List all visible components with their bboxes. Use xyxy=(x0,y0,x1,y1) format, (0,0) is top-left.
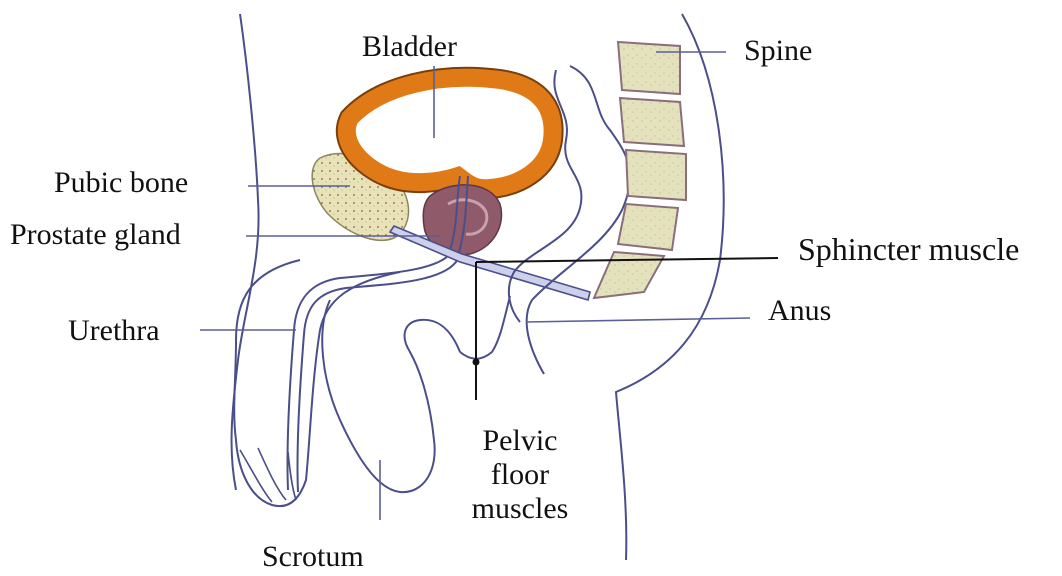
pelvic-floor-pointer-dot xyxy=(473,359,480,366)
label-pubic-bone: Pubic bone xyxy=(54,166,188,200)
perineum-line xyxy=(460,296,510,359)
label-urethra: Urethra xyxy=(68,314,160,348)
body-front-outline xyxy=(232,14,259,490)
label-pelvic-line-3: muscles xyxy=(440,492,600,526)
label-pelvic-floor-muscles: Pelvic floor muscles xyxy=(440,424,600,526)
label-anus: Anus xyxy=(768,294,831,328)
label-prostate-gland: Prostate gland xyxy=(10,218,181,252)
label-bladder: Bladder xyxy=(362,30,457,64)
label-scrotum: Scrotum xyxy=(262,540,364,574)
label-spine: Spine xyxy=(744,34,812,68)
label-pelvic-line-2: floor xyxy=(440,458,600,492)
bladder-wall xyxy=(347,78,553,189)
label-pelvic-line-1: Pelvic xyxy=(440,424,600,458)
label-sphincter-muscle: Sphincter muscle xyxy=(798,232,1019,266)
penis-shape xyxy=(234,260,400,506)
